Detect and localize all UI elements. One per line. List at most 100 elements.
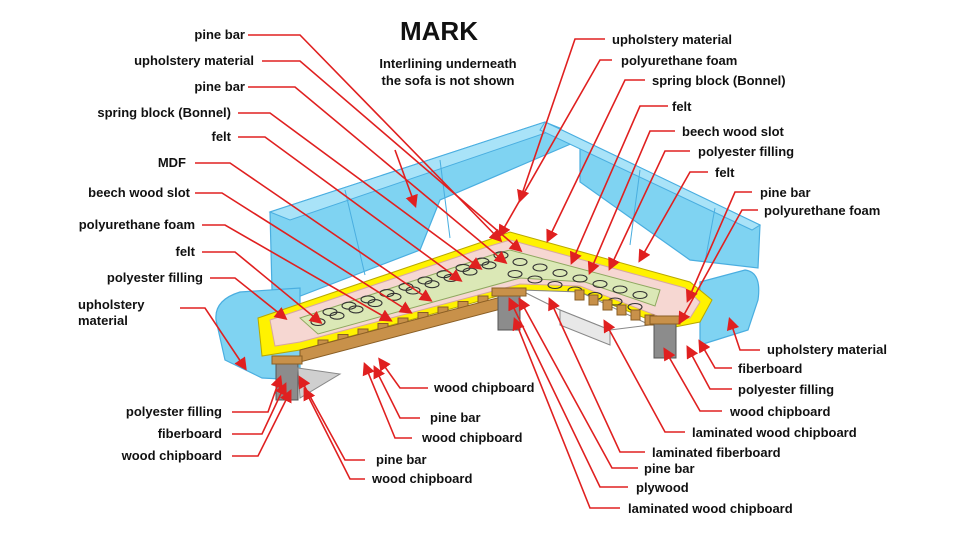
label-wood-chipboard: wood chipboard: [121, 448, 222, 463]
leader-arrow: [262, 60, 523, 253]
label-polyester-filling: polyester filling: [125, 404, 222, 419]
beech-slat: [602, 299, 613, 311]
leader-arrow: [686, 345, 732, 390]
armrest-right: [699, 269, 760, 346]
label-polyester-filling: polyester filling: [738, 382, 835, 397]
leader-arrow: [638, 171, 708, 263]
post-right: [653, 321, 677, 359]
label-upholstery-material: upholstery material: [134, 53, 254, 68]
label-spring-block: spring block (Bonnel): [97, 105, 231, 120]
label-fiberboard: fiberboard: [738, 361, 803, 376]
spring-coil: [612, 285, 628, 294]
beech-slat: [616, 304, 627, 316]
label-pine-bar: pine bar: [644, 461, 695, 476]
spring-coil: [507, 269, 523, 279]
label-felt: felt: [715, 165, 735, 180]
leader-lines: [180, 34, 760, 509]
leader-arrow: [498, 59, 612, 238]
label-beech-wood-slot: beech wood slot: [88, 185, 190, 200]
leg-left-plate: [297, 367, 342, 399]
leader-arrow: [248, 86, 508, 265]
leader-arrow: [512, 317, 620, 509]
leader-arrow: [678, 209, 758, 325]
leader-arrow: [663, 347, 722, 412]
label-felt: felt: [672, 99, 692, 114]
beech-slat: [574, 289, 585, 301]
leader-arrow: [202, 251, 323, 325]
leader-arrow: [238, 112, 483, 270]
label-wood-chipboard: wood chipboard: [372, 471, 473, 486]
leader-arrow: [569, 105, 668, 265]
sofa-illustration: [215, 121, 762, 401]
leader-arrow: [232, 374, 283, 413]
leader-arrow: [698, 339, 732, 369]
label-laminated-wood-chipboard: laminated wood chipboard: [692, 425, 857, 440]
label-wood-chipboard: wood chipboard: [434, 380, 535, 395]
label-spring-block: spring block (Bonnel): [652, 73, 786, 88]
leader-arrow: [546, 79, 645, 243]
label-fiberboard: fiberboard: [157, 426, 222, 441]
leader-arrow: [726, 316, 760, 351]
label-upholstery-material: upholstery material: [767, 342, 887, 357]
label-polyester-filling: polyester filling: [698, 144, 795, 159]
label-laminated-wood-chipboard: laminated wood chipboard: [628, 501, 793, 516]
spring-coil: [527, 275, 543, 284]
spring-coil: [367, 299, 383, 308]
label-laminated-fiberboard: laminated fiberboard: [652, 445, 781, 460]
label-pine-bar: pine bar: [430, 410, 481, 425]
beech-slat: [630, 309, 641, 321]
label-polyurethane-foam: polyurethane foam: [78, 217, 195, 232]
page-title: MARK: [400, 16, 478, 46]
leader-arrow: [298, 375, 365, 461]
post-left-cap: [271, 355, 303, 365]
spring-coil: [424, 280, 440, 289]
spring-coil: [547, 280, 563, 290]
beech-slat: [588, 294, 599, 306]
label-plywood: plywood: [636, 480, 689, 495]
leader-arrow: [232, 389, 292, 457]
label-pine-bar: pine bar: [194, 79, 245, 94]
leader-arrow: [394, 149, 418, 209]
leader-arrow: [517, 38, 605, 204]
spring-coil: [552, 268, 568, 278]
label-upholstery-material: upholstery material: [612, 32, 732, 47]
spring-coil: [512, 257, 528, 267]
leader-arrow: [608, 150, 690, 271]
leader-arrow: [685, 191, 752, 303]
leader-arrow: [603, 319, 685, 433]
leader-arrow: [373, 365, 420, 419]
post-right-cap: [649, 315, 681, 325]
leader-arrow: [238, 136, 463, 282]
label-upholstery-material: upholstery material: [78, 297, 145, 328]
leader-arrow: [202, 224, 393, 322]
label-polyurethane-foam: polyurethane foam: [764, 203, 881, 218]
leader-arrow: [378, 357, 428, 389]
label-wood-chipboard: wood chipboard: [422, 430, 523, 445]
subtitle-note: Interlining underneath the sofa is not s…: [379, 56, 517, 88]
backrest-long-top: [268, 121, 562, 221]
leader-arrow: [180, 307, 247, 371]
label-polyurethane-foam: polyurethane foam: [621, 53, 738, 68]
leader-arrow: [587, 130, 675, 275]
leader-arrow: [195, 192, 413, 314]
spring-coil: [592, 279, 608, 289]
backrest-right-top: [539, 121, 762, 231]
leader-arrow: [210, 277, 288, 320]
label-mdf: MDF: [157, 155, 186, 170]
label-pine-bar: pine bar: [760, 185, 811, 200]
label-pine-bar: pine bar: [376, 452, 427, 467]
post-mid-cap: [491, 287, 527, 297]
label-pine-bar: pine bar: [194, 27, 245, 42]
leader-arrow: [518, 297, 638, 469]
leader-arrow: [248, 34, 503, 243]
label-felt: felt: [211, 129, 232, 144]
spring-coil: [329, 311, 345, 320]
spring-coil: [632, 290, 648, 300]
label-polyester-filling: polyester filling: [106, 270, 203, 285]
spring-coil: [348, 305, 364, 314]
leader-arrow: [508, 297, 628, 488]
leader-arrow: [195, 162, 433, 302]
leader-arrow: [232, 382, 287, 435]
